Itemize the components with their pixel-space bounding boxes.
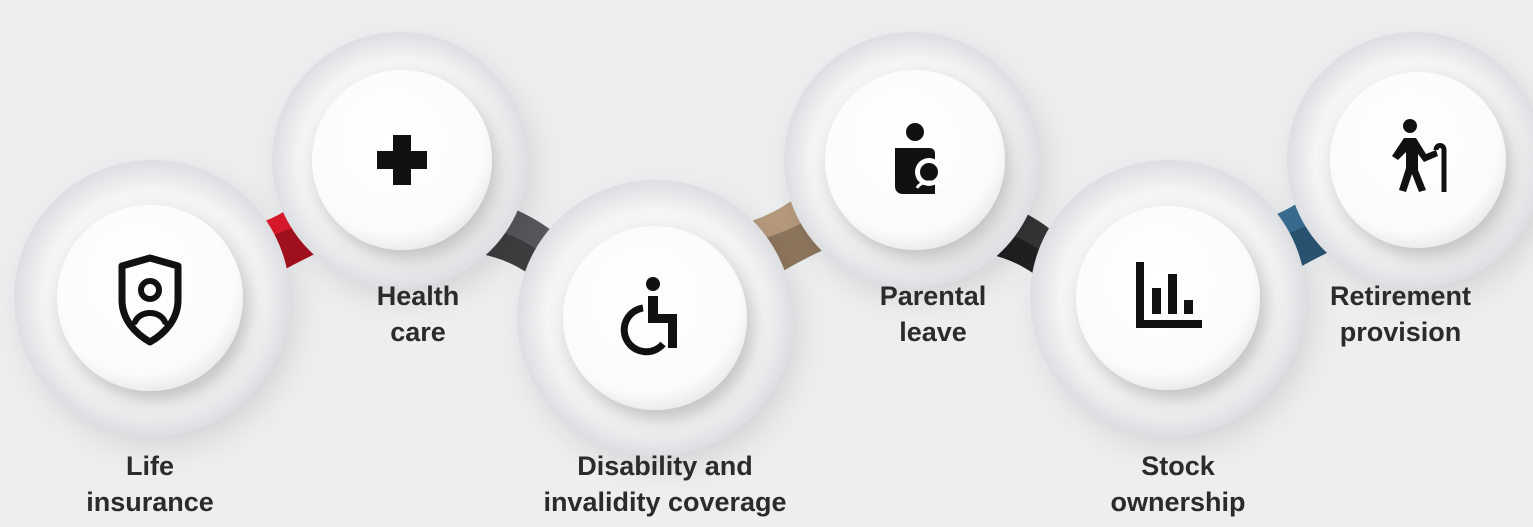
label-line-1: Health xyxy=(376,281,460,311)
bar-chart-icon xyxy=(1136,262,1202,328)
label-line-1: Disability and xyxy=(577,451,753,481)
shield-person-icon xyxy=(118,254,182,346)
elderly-person-icon xyxy=(1392,119,1447,192)
label-line-1: Parental xyxy=(879,281,987,311)
label-health-care: Health care xyxy=(288,278,548,350)
label-line-1: Life xyxy=(125,451,174,481)
label-disability: Disability and invalidity coverage xyxy=(535,448,795,520)
label-line-1: Retirement xyxy=(1329,281,1472,311)
label-line-2: ownership xyxy=(1110,487,1246,517)
label-line-2: invalidity coverage xyxy=(543,487,787,517)
label-life-insurance: Life insurance xyxy=(20,448,280,520)
medical-cross-icon xyxy=(377,135,427,185)
label-line-2: leave xyxy=(899,317,967,347)
label-line-1: Stock xyxy=(1141,451,1215,481)
node-circles xyxy=(57,70,1506,410)
label-line-2: provision xyxy=(1339,317,1462,347)
label-line-2: care xyxy=(390,317,446,347)
parent-child-icon xyxy=(895,123,943,194)
label-line-2: insurance xyxy=(86,487,214,517)
label-parental-leave: Parental leave xyxy=(803,278,1063,350)
wheelchair-icon xyxy=(620,277,677,356)
label-stock-ownership: Stock ownership xyxy=(1048,448,1308,520)
label-retirement: Retirement provision xyxy=(1268,278,1533,350)
